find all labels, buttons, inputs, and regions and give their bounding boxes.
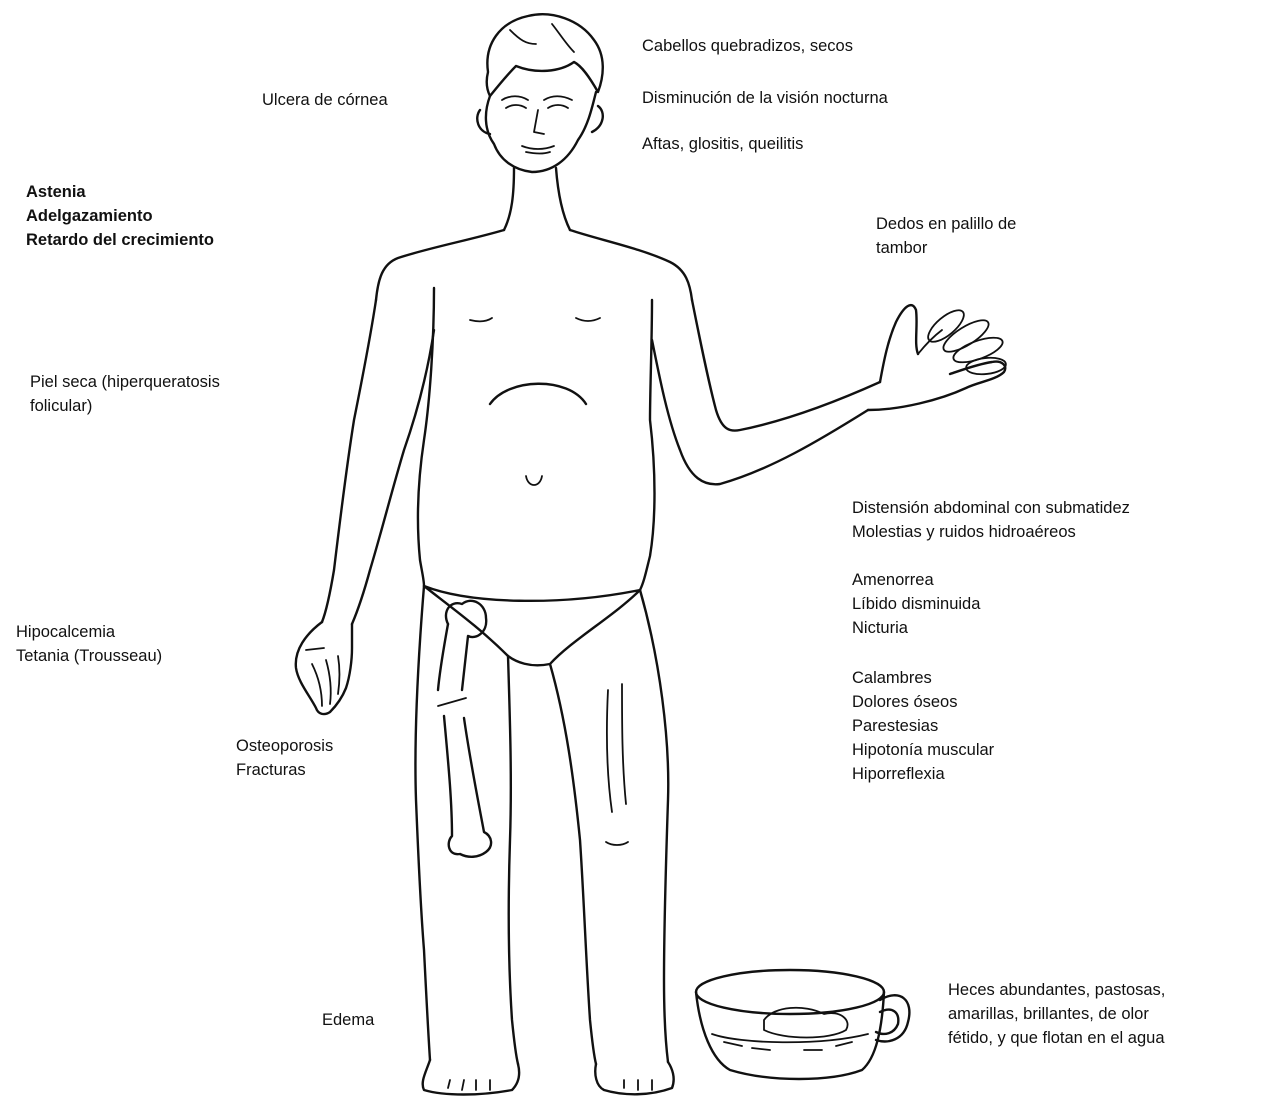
label-dedos-line-1: Dedos en palillo de bbox=[876, 212, 1016, 236]
hair-icon bbox=[487, 14, 603, 96]
label-general-symptoms: Astenia Adelgazamiento Retardo del creci… bbox=[26, 180, 214, 252]
label-dolores-oseos: Dolores óseos bbox=[852, 690, 994, 714]
label-tetania: Tetania (Trousseau) bbox=[16, 644, 162, 668]
label-heces-line-1: Heces abundantes, pastosas, bbox=[948, 978, 1165, 1002]
label-libido: Líbido disminuida bbox=[852, 592, 980, 616]
clubbed-hand-icon bbox=[868, 305, 1007, 410]
label-heces: Heces abundantes, pastosas, amarillas, b… bbox=[948, 978, 1165, 1050]
label-adelgazamiento: Adelgazamiento bbox=[26, 204, 214, 228]
label-hipotonia: Hipotonía muscular bbox=[852, 738, 994, 762]
label-amenorrea: Amenorrea bbox=[852, 568, 980, 592]
neck-icon bbox=[504, 168, 570, 230]
label-nicturia: Nicturia bbox=[852, 616, 980, 640]
label-ulcera-cornea: Ulcera de córnea bbox=[262, 88, 388, 112]
label-calambres: Calambres bbox=[852, 666, 994, 690]
trousseau-hand-icon bbox=[296, 622, 352, 714]
knee-lines-icon bbox=[607, 684, 626, 812]
label-aftas: Aftas, glositis, queilitis bbox=[642, 132, 803, 156]
label-distension-line-2: Molestias y ruidos hidroaéreos bbox=[852, 520, 1130, 544]
label-piel-line-2: folicular) bbox=[30, 394, 220, 418]
label-dedos-palillo: Dedos en palillo de tambor bbox=[876, 212, 1016, 260]
label-astenia: Astenia bbox=[26, 180, 214, 204]
torso-icon bbox=[376, 230, 692, 590]
label-vision-nocturna: Disminución de la visión nocturna bbox=[642, 86, 888, 110]
label-distension-line-1: Distensión abdominal con submatidez bbox=[852, 496, 1130, 520]
label-retardo: Retardo del crecimiento bbox=[26, 228, 214, 252]
label-piel-seca: Piel seca (hiperqueratosis folicular) bbox=[30, 370, 220, 418]
left-arm-icon bbox=[322, 300, 434, 624]
label-hipocalcemia-line-1: Hipocalcemia bbox=[16, 620, 162, 644]
underwear-icon bbox=[424, 586, 640, 665]
label-distension: Distensión abdominal con submatidez Mole… bbox=[852, 496, 1130, 544]
legs-icon bbox=[415, 586, 668, 1064]
label-osteoporosis-line-1: Osteoporosis bbox=[236, 734, 333, 758]
label-piel-line-1: Piel seca (hiperqueratosis bbox=[30, 370, 220, 394]
label-fracturas: Fracturas bbox=[236, 758, 333, 782]
label-cabellos: Cabellos quebradizos, secos bbox=[642, 34, 853, 58]
label-hipocalcemia: Hipocalcemia Tetania (Trousseau) bbox=[16, 620, 162, 668]
label-dedos-line-2: tambor bbox=[876, 236, 1016, 260]
label-heces-line-3: fétido, y que flotan en el agua bbox=[948, 1026, 1165, 1050]
label-heces-line-2: amarillas, brillantes, de olor bbox=[948, 1002, 1165, 1026]
label-neuromuscular: Calambres Dolores óseos Parestesias Hipo… bbox=[852, 666, 994, 786]
chamber-pot-icon bbox=[696, 970, 909, 1079]
face-icon bbox=[477, 92, 603, 172]
label-osteoporosis: Osteoporosis Fracturas bbox=[236, 734, 333, 782]
feet-icon bbox=[423, 1060, 674, 1095]
right-arm-icon bbox=[652, 300, 880, 484]
label-hiporreflexia: Hiporreflexia bbox=[852, 762, 994, 786]
label-edema: Edema bbox=[322, 1008, 374, 1032]
label-endocrino: Amenorrea Líbido disminuida Nicturia bbox=[852, 568, 980, 640]
label-parestesias: Parestesias bbox=[852, 714, 994, 738]
femur-bone-icon bbox=[438, 601, 491, 857]
